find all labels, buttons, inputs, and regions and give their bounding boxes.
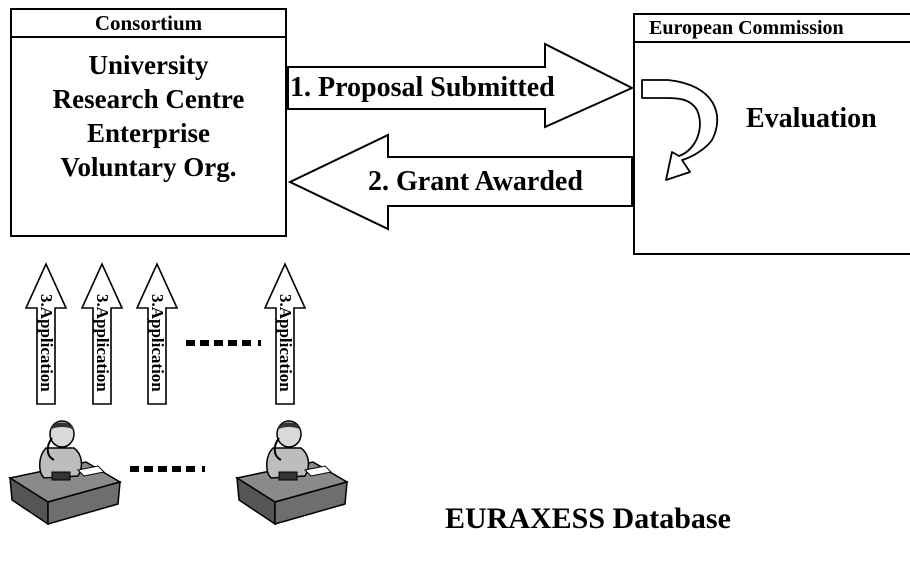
member-voluntary-org: Voluntary Org. (60, 152, 237, 182)
grant-awarded-label: 2. Grant Awarded (368, 166, 583, 197)
proposal-submitted-label: 1. Proposal Submitted (290, 72, 555, 103)
commission-header: European Commission (635, 15, 910, 43)
application-arrow-4 (263, 262, 307, 405)
ellipsis-dashes-top (186, 340, 261, 346)
evaluation-label: Evaluation (746, 103, 877, 134)
researcher-at-desk-icon (8, 420, 122, 526)
curved-cycle-arrow-icon (641, 79, 719, 181)
proposal-arrow (287, 42, 635, 129)
grant-arrow (287, 133, 633, 231)
commission-box: European Commission Evaluation (633, 13, 910, 255)
member-university: University (88, 50, 209, 80)
researcher-at-desk-icon (235, 420, 349, 526)
application-label-3: 3.Application (148, 294, 167, 392)
application-arrow-3 (135, 262, 179, 405)
consortium-header: Consortium (12, 10, 285, 38)
ellipsis-dashes-bottom (130, 466, 205, 472)
euraxess-database-label: EURAXESS Database (445, 502, 731, 535)
consortium-member-list: University Research Centre Enterprise Vo… (12, 48, 285, 184)
application-label-1: 3.Application (37, 294, 56, 392)
application-label-2: 3.Application (93, 294, 112, 392)
application-arrow-1 (24, 262, 68, 405)
consortium-box: Consortium University Research Centre En… (10, 8, 287, 237)
member-enterprise: Enterprise (87, 118, 210, 148)
member-research-centre: Research Centre (52, 84, 245, 114)
application-arrow-2 (80, 262, 124, 405)
application-label-4: 3.Application (276, 294, 295, 392)
